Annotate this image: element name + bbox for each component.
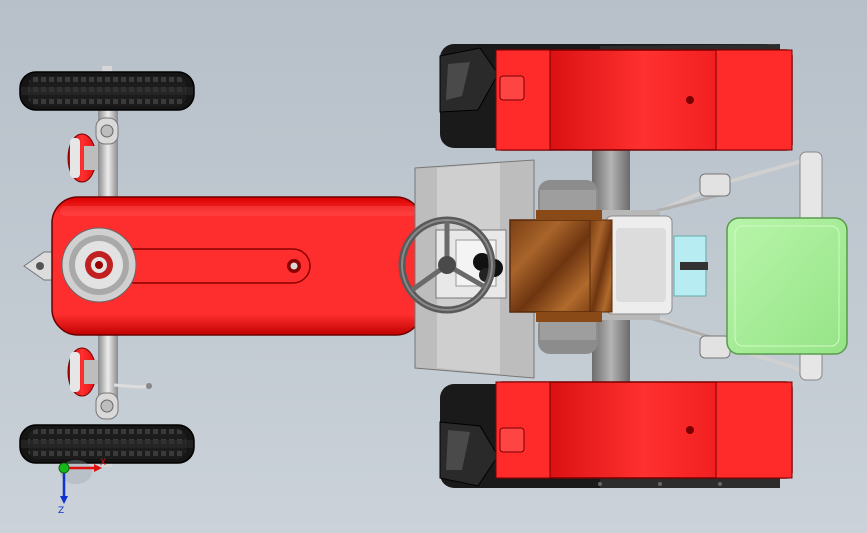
- seat-assembly: [509, 210, 708, 322]
- rear-box: [726, 217, 848, 355]
- headlight-top: [67, 133, 98, 183]
- headlight-bottom: [67, 347, 98, 397]
- hood: [23, 196, 423, 336]
- front-wheel-bottom: [19, 424, 195, 464]
- z-axis-label: Z: [58, 506, 64, 516]
- rear-fender-top: [495, 49, 793, 151]
- steering-assembly: [398, 216, 507, 314]
- x-axis-label: X: [100, 458, 106, 468]
- orientation-triad: X Z: [58, 458, 106, 516]
- front-wheel-top: [19, 71, 195, 111]
- rear-fender-bottom: [495, 381, 793, 479]
